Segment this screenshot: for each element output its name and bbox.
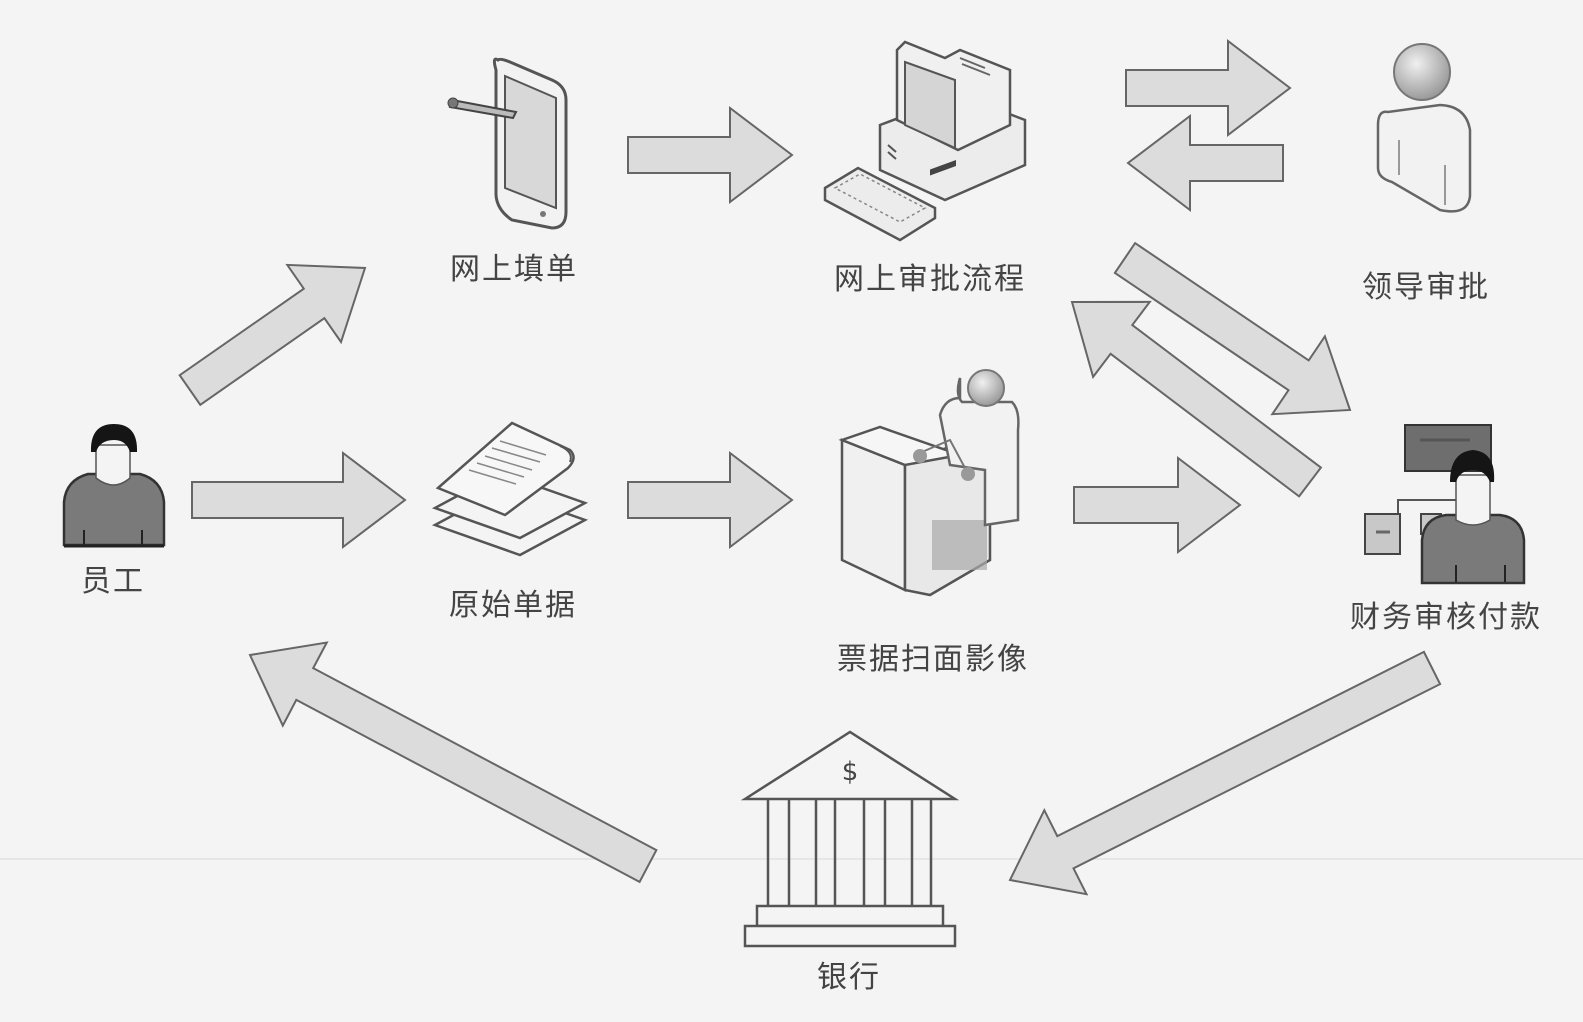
scan-artifact-line bbox=[0, 858, 1583, 860]
arrows-layer bbox=[178, 38, 1442, 896]
leader-person-icon bbox=[1376, 43, 1472, 213]
arrow-leader-approval-to-online-approval bbox=[1126, 113, 1284, 213]
label-original-docs: 原始单据 bbox=[449, 588, 577, 623]
arrow-original-docs-to-scan-imaging bbox=[627, 450, 794, 550]
label-leader-approval: 领导审批 bbox=[1362, 270, 1490, 305]
employee-person-icon bbox=[62, 424, 166, 548]
arrow-online-approval-to-finance-review bbox=[1113, 241, 1352, 416]
finance-clerk-icon bbox=[1364, 424, 1526, 585]
label-scan-imaging: 票据扫面影像 bbox=[837, 642, 1029, 677]
tablet-pen-icon bbox=[447, 57, 568, 230]
bank-building-icon: $ bbox=[740, 730, 960, 948]
arrow-bank-to-employee bbox=[248, 641, 658, 884]
paper-stack-icon bbox=[431, 421, 589, 557]
arrow-online-approval-to-leader-approval bbox=[1125, 38, 1292, 138]
arrow-online-form-to-online-approval bbox=[627, 105, 794, 205]
label-finance-review: 财务审核付款 bbox=[1350, 600, 1542, 635]
arrow-finance-review-to-online-approval bbox=[1070, 300, 1323, 498]
arrow-employee-to-online-form bbox=[178, 263, 367, 407]
desktop-computer-icon bbox=[823, 40, 1027, 242]
bank-dollar-symbol: $ bbox=[842, 757, 859, 787]
arrow-scan-imaging-to-finance-review bbox=[1073, 455, 1242, 555]
label-employee: 员工 bbox=[81, 564, 145, 599]
label-online-approval: 网上审批流程 bbox=[834, 262, 1026, 297]
label-bank: 银行 bbox=[817, 960, 881, 995]
label-online-form: 网上填单 bbox=[450, 252, 578, 287]
scanner-operator-icon bbox=[838, 369, 1020, 597]
arrow-employee-to-original-docs bbox=[191, 450, 407, 550]
arrow-finance-review-to-bank bbox=[1008, 650, 1442, 896]
